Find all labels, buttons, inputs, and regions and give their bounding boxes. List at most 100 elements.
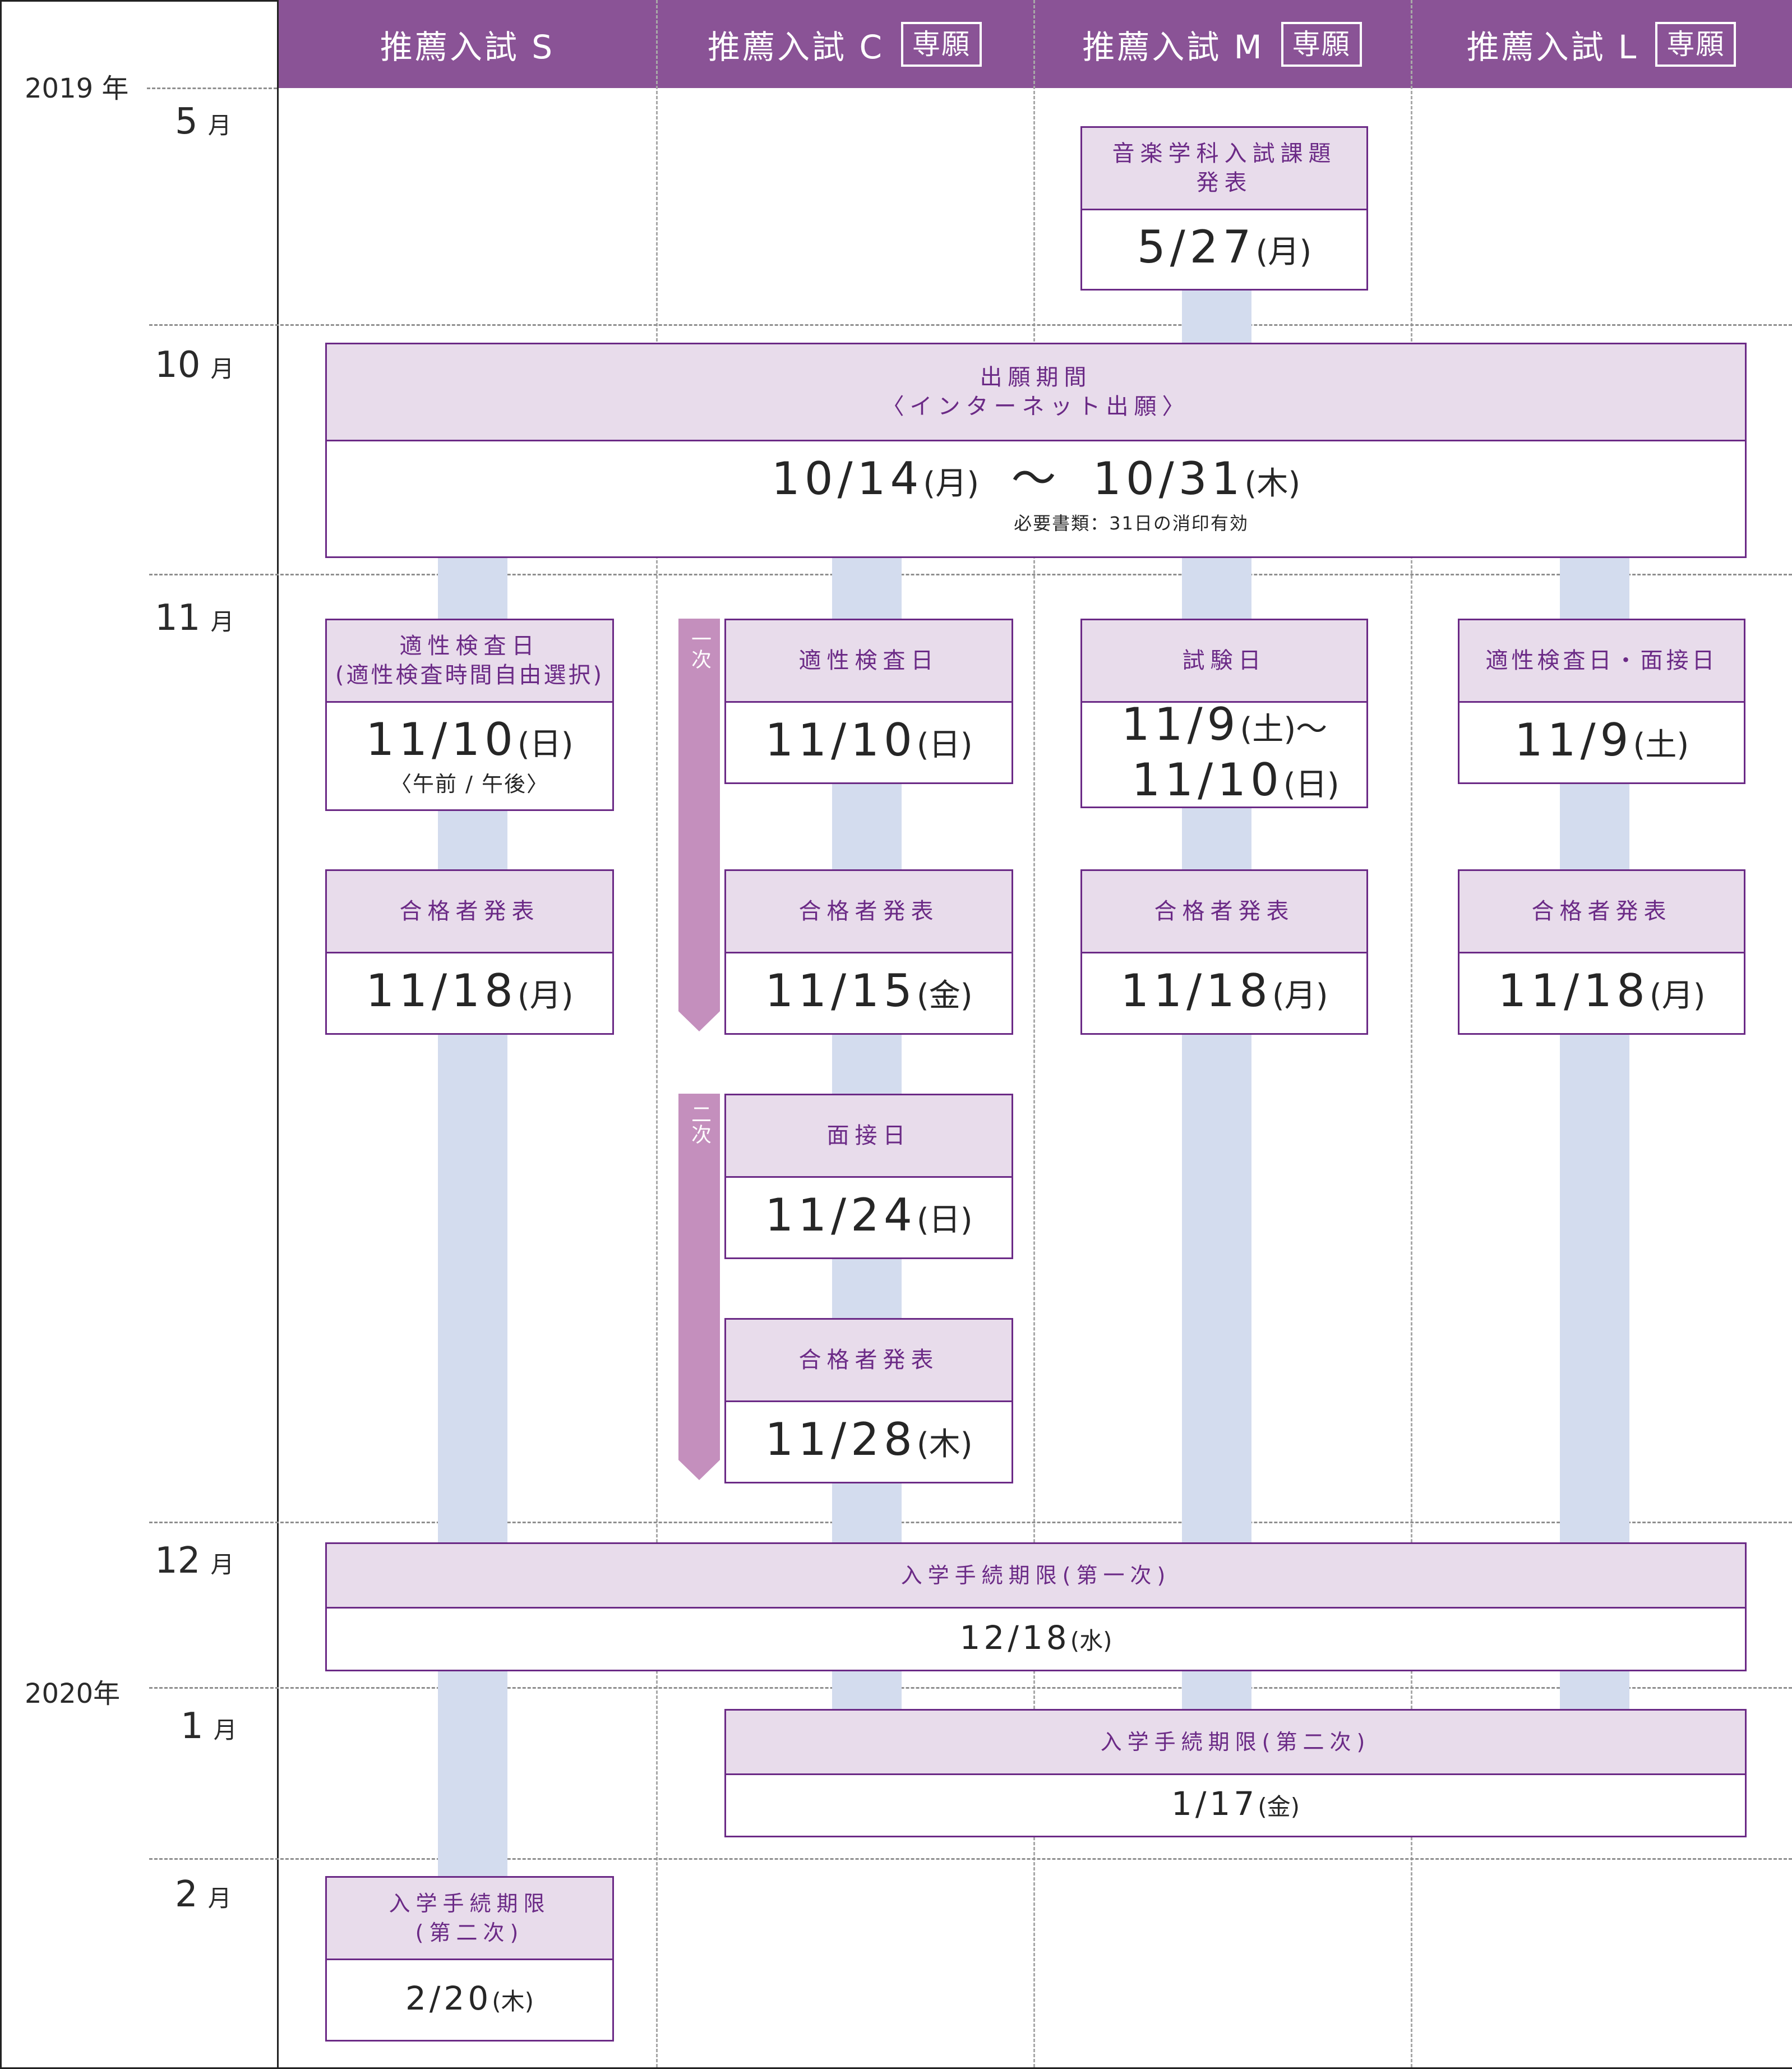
month-divider-jan [149, 1687, 1792, 1689]
event-date: 5/27(月) [1137, 222, 1311, 278]
column-title: 推薦入試 M [1082, 27, 1264, 66]
weekday-text: (木) [492, 1988, 534, 2015]
event-value: 11/10(日) 〈午前 / 午後〉 [327, 703, 612, 809]
weekday-text: (月) [1649, 977, 1706, 1014]
weekday-text: (月) [923, 466, 980, 502]
date-text: 11/24 [765, 1188, 917, 1241]
weekday-text: (月) [1255, 233, 1312, 270]
date-text: 11/28 [765, 1413, 917, 1466]
weekday-text: (木) [1244, 466, 1301, 502]
event-label-line1: 出願期間 [980, 365, 1092, 390]
event-value: 1/17(金) [726, 1775, 1745, 1836]
month-divider-feb [149, 1858, 1792, 1860]
phase-second-bar: 二次 [678, 1094, 720, 1460]
event-value: 11/18(月) [327, 953, 612, 1033]
event-date-range: 10/14(月) 〜 10/31(木) [772, 454, 1300, 509]
event-music-task: 音楽学科入試課題 発表 5/27(月) [1080, 126, 1368, 291]
weekday-text: (日) [1283, 766, 1340, 803]
event-label: 面接日 [726, 1095, 1012, 1178]
event-label: 入学手続期限(第一次) [327, 1544, 1745, 1609]
month-number: 5 [175, 101, 198, 142]
year-label-2019: 2019 年 [25, 73, 129, 104]
month-number: 11 [155, 597, 201, 639]
event-value: 11/10(日) [726, 703, 1012, 782]
event-date: 1/17(金) [1171, 1778, 1300, 1832]
event-label: 合格者発表 [327, 871, 612, 953]
month-divider-dec [149, 1522, 1792, 1523]
month-number: 10 [155, 344, 201, 386]
exclusive-tag: 専願 [1655, 21, 1736, 67]
year-label-2020: 2020年 [25, 1678, 121, 1709]
month-number: 1 [181, 1706, 204, 1747]
range-separator: 〜 [1011, 453, 1061, 505]
event-m-exam: 試験日 11/9(土)〜 11/10(日) [1080, 619, 1368, 808]
event-label: 音楽学科入試課題 発表 [1082, 128, 1366, 210]
event-label: 適性検査日 (適性検査時間自由選択) [327, 620, 612, 703]
event-c-interview: 面接日 11/24(日) [724, 1094, 1013, 1259]
date-text: 11/10 [366, 713, 518, 766]
date-text: 11/10 [1131, 753, 1283, 806]
event-note: 必要書類：31日の消印有効 [1014, 513, 1249, 534]
column-header-bar: 推薦入試 S 推薦入試 C 専願 推薦入試 M 専願 推薦入試 L 専願 [279, 0, 1792, 88]
weekday-text: (日) [916, 1201, 973, 1238]
event-date: 11/18(月) [1120, 965, 1328, 1021]
column-header-c: 推薦入試 C 専願 [656, 0, 1033, 88]
frame-bottom-border [0, 2067, 1792, 2069]
event-c-aptitude: 適性検査日 11/10(日) [724, 619, 1013, 784]
column-divider [656, 0, 658, 2067]
event-date: 2/20(木) [405, 1973, 534, 2027]
month-divider-nov [149, 574, 1792, 575]
date-text: 10/31 [1092, 453, 1245, 505]
weekday-text: (土) [1633, 726, 1689, 763]
event-value: 11/9(土) [1460, 703, 1744, 782]
date-text: 11/10 [765, 713, 917, 766]
date-text: 10/14 [771, 453, 923, 505]
column-title: 推薦入試 C [708, 27, 884, 66]
event-label: 入学手続期限(第二次) [726, 1711, 1745, 1775]
date-text: 11/18 [366, 964, 518, 1017]
month-label-nov: 11 月 [155, 597, 234, 639]
event-label-line1: 音楽学科入試課題 [1112, 141, 1337, 167]
event-c-result-first: 合格者発表 11/15(金) [724, 869, 1013, 1035]
phase-first-bar: 一次 [678, 619, 720, 1011]
column-divider [1411, 0, 1412, 2067]
event-m-result: 合格者発表 11/18(月) [1080, 869, 1368, 1035]
month-unit: 月 [210, 608, 234, 635]
weekday-text: (月) [517, 977, 574, 1014]
weekday-text: (日) [517, 726, 574, 763]
event-label: 適性検査日 [726, 620, 1012, 703]
event-value: 11/28(木) [726, 1402, 1012, 1482]
event-date: 11/9(土)〜 [1121, 699, 1327, 755]
timeline-axis-line [277, 0, 279, 2069]
event-date: 11/10(日) [1131, 753, 1340, 810]
event-note: 〈午前 / 午後〉 [390, 771, 549, 796]
date-text: 11/18 [1498, 964, 1650, 1017]
event-l-result: 合格者発表 11/18(月) [1458, 869, 1745, 1035]
event-deadline-second: 入学手続期限(第二次) 1/17(金) [724, 1709, 1747, 1837]
event-value: 11/24(日) [726, 1178, 1012, 1257]
month-unit: 月 [207, 112, 232, 139]
month-divider-oct [149, 324, 1792, 326]
column-title: 推薦入試 L [1466, 27, 1639, 66]
flow-bar-m [1182, 291, 1251, 344]
range-separator: 〜 [1296, 711, 1328, 748]
event-s-aptitude: 適性検査日 (適性検査時間自由選択) 11/10(日) 〈午前 / 午後〉 [325, 619, 614, 811]
phase-first-label: 一次 [688, 629, 711, 669]
frame-left-border [0, 0, 2, 2069]
column-header-m: 推薦入試 M 専願 [1033, 0, 1411, 88]
month-unit: 月 [213, 1716, 237, 1744]
phase-first-arrow [678, 1011, 720, 1031]
event-deadline-first: 入学手続期限(第一次) 12/18(水) [325, 1542, 1747, 1671]
date-text: 5/27 [1137, 220, 1256, 273]
event-label: 適性検査日・面接日 [1460, 620, 1744, 703]
event-label: 出願期間 〈インターネット出願〉 [327, 344, 1745, 441]
frame-top-border [0, 0, 279, 2]
event-label: 試験日 [1082, 620, 1366, 703]
event-s-deadline-second: 入学手続期限 (第二次) 2/20(木) [325, 1876, 614, 2042]
event-value: 5/27(月) [1082, 210, 1366, 289]
